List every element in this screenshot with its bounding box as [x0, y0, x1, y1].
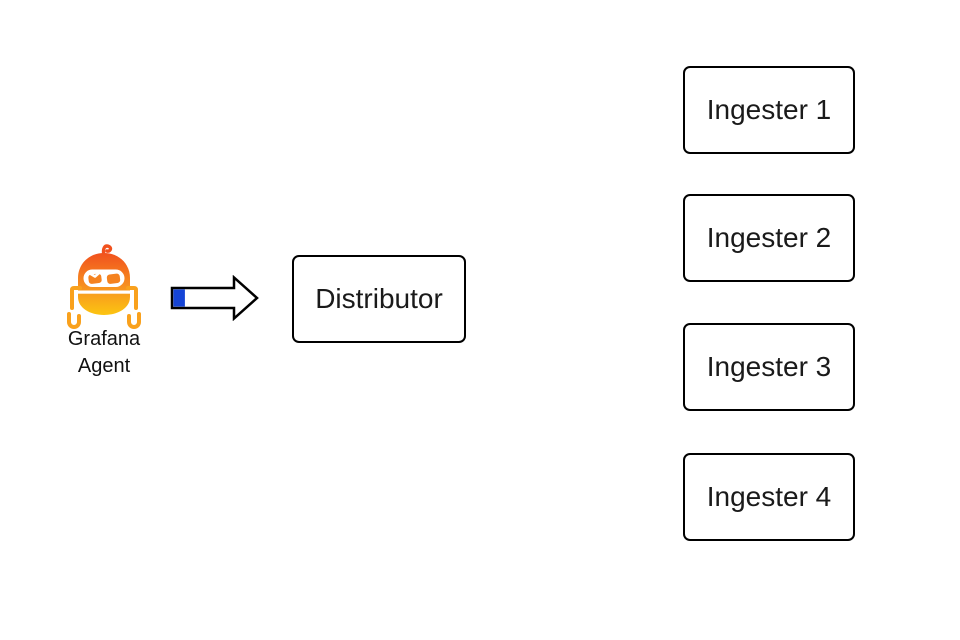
grafana-agent-icon: [67, 244, 141, 329]
robot-goggle-squiggle: [88, 271, 106, 278]
ingester-label: Ingester 1: [706, 94, 832, 125]
flow-arrow-icon: [170, 275, 259, 321]
robot-lens-left: [88, 273, 102, 284]
ingester-node-3: Ingester 3: [683, 323, 855, 411]
robot-hand-right: [127, 312, 141, 329]
grafana-agent-label-line2: Agent: [77, 355, 131, 377]
robot-arm-right: [126, 286, 138, 310]
arrow-outline: [170, 275, 259, 321]
ingester-label: Ingester 2: [706, 222, 832, 253]
robot-arm-left: [70, 286, 82, 310]
distributor-label: Distributor: [315, 283, 443, 314]
robot-hand-left: [67, 312, 81, 329]
ingester-node-1: Ingester 1: [683, 66, 855, 154]
grafana-agent-label-line1: Grafana: [67, 328, 141, 350]
arrow-blue-segment: [173, 289, 185, 307]
robot-antenna: [101, 244, 113, 257]
ingester-label: Ingester 4: [706, 481, 832, 512]
distributor-node: Distributor: [292, 255, 466, 343]
ingester-node-2: Ingester 2: [683, 194, 855, 282]
ingester-node-4: Ingester 4: [683, 453, 855, 541]
robot-lens-right: [106, 273, 121, 284]
ingester-label: Ingester 3: [706, 351, 832, 382]
grafana-agent-label: Grafana Agent: [24, 326, 184, 380]
robot-mouth-line: [77, 290, 131, 294]
